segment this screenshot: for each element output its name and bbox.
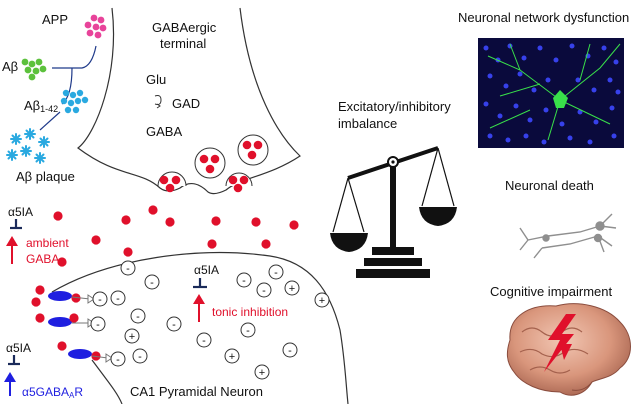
chloride-ion: - bbox=[236, 272, 252, 288]
plaque-label: Aβ plaque bbox=[16, 169, 75, 184]
alpha5ia-center-inhibit-icon bbox=[193, 278, 207, 289]
chloride-ion: - bbox=[268, 264, 284, 280]
balance-scale-icon bbox=[330, 146, 457, 278]
abeta142-cluster bbox=[60, 89, 89, 114]
svg-text:-: - bbox=[136, 311, 140, 323]
cation: + bbox=[224, 348, 240, 364]
svg-text:-: - bbox=[242, 275, 246, 287]
dying-neurons-icon bbox=[519, 213, 617, 259]
brain-icon bbox=[506, 303, 631, 396]
abeta142-label: Aβ1-42 bbox=[24, 98, 58, 114]
ambient-label-line1: ambient bbox=[26, 236, 69, 250]
glu-to-gaba-curl-icon bbox=[154, 95, 162, 105]
svg-text:-: - bbox=[262, 285, 266, 297]
neuronal-network-micrograph bbox=[478, 38, 624, 148]
svg-text:+: + bbox=[289, 283, 295, 295]
ambient-label-line2: GABA bbox=[26, 252, 59, 266]
chloride-ion: - bbox=[120, 260, 136, 276]
cation: + bbox=[314, 292, 330, 308]
vesicle bbox=[194, 147, 226, 179]
docked-vesicle bbox=[157, 171, 187, 193]
gaba-a-receptor bbox=[57, 341, 113, 363]
svg-text:-: - bbox=[202, 335, 206, 347]
gaba-molecule bbox=[31, 297, 41, 307]
chloride-ion: - bbox=[92, 291, 108, 307]
ambient-gaba-molecules bbox=[53, 205, 299, 267]
chloride-ion: - bbox=[282, 342, 298, 358]
vesicle bbox=[237, 134, 269, 166]
svg-text:+: + bbox=[259, 367, 265, 379]
gad-label: GAD bbox=[172, 96, 200, 111]
svg-text:-: - bbox=[116, 293, 120, 305]
curl-arrowhead-icon bbox=[156, 103, 161, 109]
receptor-up-arrow-icon bbox=[4, 372, 16, 396]
plaque-cluster bbox=[6, 128, 50, 164]
imbalance-label-line1: Excitatory/inhibitory bbox=[338, 99, 451, 114]
chloride-ion: - bbox=[166, 316, 182, 332]
chloride-ion: - bbox=[240, 322, 256, 338]
neuronal-death-label: Neuronal death bbox=[505, 178, 594, 193]
cation: + bbox=[284, 280, 300, 296]
svg-text:+: + bbox=[129, 331, 135, 343]
cognitive-impairment-label: Cognitive impairment bbox=[490, 284, 612, 299]
svg-text:+: + bbox=[229, 351, 235, 363]
svg-text:-: - bbox=[96, 319, 100, 331]
chloride-ion: - bbox=[110, 351, 126, 367]
app-label: APP bbox=[42, 12, 68, 27]
alpha5ia-top-inhibit-icon bbox=[10, 219, 22, 230]
chloride-ion: - bbox=[144, 274, 160, 290]
chloride-ion: - bbox=[132, 348, 148, 364]
tonic-inhibition-label: tonic inhibition bbox=[212, 305, 288, 319]
alpha5ia-bottom-label: α5IA bbox=[6, 341, 31, 355]
alpha5ia-center-label: α5IA bbox=[194, 263, 219, 277]
svg-text:-: - bbox=[98, 294, 102, 306]
gaba-a-receptor bbox=[35, 285, 95, 304]
abeta-label: Aβ bbox=[2, 59, 18, 74]
svg-text:-: - bbox=[126, 263, 130, 275]
svg-text:-: - bbox=[116, 354, 120, 366]
chloride-ion: - bbox=[110, 290, 126, 306]
svg-text:-: - bbox=[150, 277, 154, 289]
gabaergic-label-line2: terminal bbox=[160, 36, 206, 51]
chloride-ion: - bbox=[130, 308, 146, 324]
ca1-neuron-inner-outline bbox=[91, 359, 123, 404]
chloride-ion: - bbox=[256, 282, 272, 298]
chloride-ion: - bbox=[90, 316, 106, 332]
svg-text:+: + bbox=[319, 295, 325, 307]
svg-text:-: - bbox=[246, 325, 250, 337]
alpha5ia-top-label: α5IA bbox=[8, 205, 33, 219]
svg-text:-: - bbox=[172, 319, 176, 331]
gaba-a-receptor bbox=[35, 313, 95, 328]
app-cluster bbox=[84, 14, 107, 39]
tonic-inhibition-up-arrow-icon bbox=[193, 294, 205, 322]
ambient-gaba-up-arrow-icon bbox=[6, 236, 18, 264]
network-dysfunction-label: Neuronal network dysfunction bbox=[458, 10, 629, 25]
docked-vesicle bbox=[225, 172, 253, 193]
cation: + bbox=[254, 364, 270, 380]
svg-text:-: - bbox=[138, 351, 142, 363]
imbalance-label-line2: imbalance bbox=[338, 116, 397, 131]
oligomer-to-plaque-connector bbox=[39, 111, 61, 131]
svg-text:-: - bbox=[288, 345, 292, 357]
alpha5ia-bottom-inhibit-icon bbox=[8, 355, 20, 366]
gaba-label: GABA bbox=[146, 124, 182, 139]
alpha5-gabaar-label: α5GABAAR bbox=[22, 385, 83, 400]
ca1-neuron-label: CA1 Pyramidal Neuron bbox=[130, 384, 263, 399]
app-to-abeta-connector bbox=[52, 45, 97, 69]
chloride-ion: - bbox=[196, 332, 212, 348]
abeta-cluster bbox=[21, 58, 47, 81]
glu-label: Glu bbox=[146, 72, 166, 87]
gabaergic-label-line1: GABAergic bbox=[152, 20, 217, 35]
cation: + bbox=[124, 328, 140, 344]
gabaergic-terminal-outline bbox=[77, 7, 301, 195]
svg-text:-: - bbox=[274, 267, 278, 279]
